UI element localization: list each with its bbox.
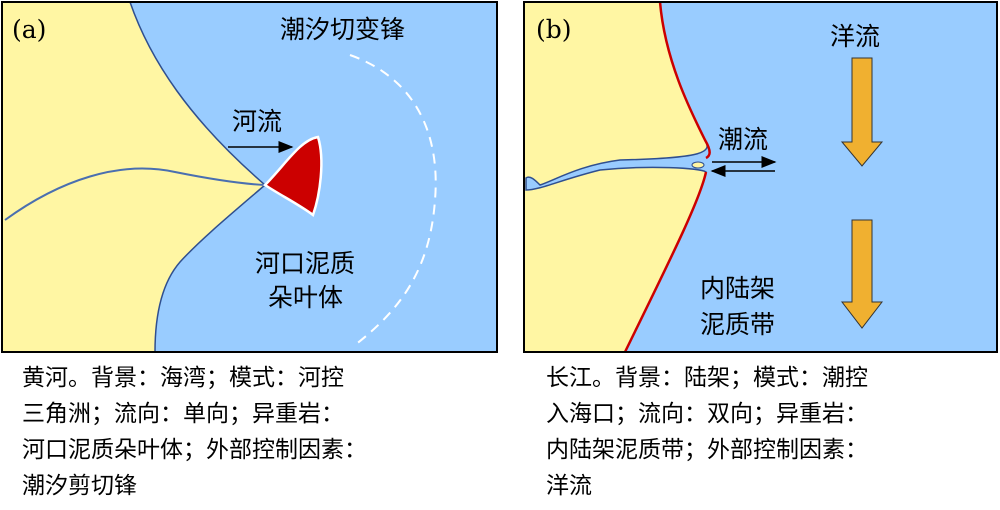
river-channel [4, 167, 266, 221]
panel-a-tag: (a) [12, 15, 46, 44]
shear-front-label: 潮汐切变锋 [280, 15, 405, 44]
land-area [1, 1, 267, 353]
lobe-label-1: 河口泥质 [255, 249, 355, 278]
belt-label-2: 泥质带 [700, 310, 775, 339]
ocean-current-label: 洋流 [830, 22, 880, 51]
ocean-current-arrow-2 [840, 219, 884, 329]
coastline-south [623, 171, 708, 353]
ocean-current-arrow-1 [840, 57, 884, 167]
belt-label-1: 内陆架 [700, 274, 775, 303]
tidal-current-label: 潮流 [718, 125, 768, 154]
panel-b: (b) 洋流 潮流 内陆架 泥质带 [523, 1, 998, 353]
panel-a: (a) 潮汐切变锋 河流 河口泥质 朵叶体 [1, 1, 498, 353]
lobe-label-2: 朵叶体 [268, 283, 343, 312]
tidal-shear-front-line [349, 54, 437, 346]
coastline-north [658, 1, 711, 160]
river-label: 河流 [232, 107, 282, 136]
panel-b-tag: (b) [536, 15, 572, 44]
caption-a: 黄河。背景：海湾；模式：河控 三角洲；流向：单向；异重岩： 河口泥质朵叶体；外部… [22, 365, 367, 499]
mud-lobe [263, 135, 323, 218]
shoal-island [691, 161, 705, 169]
caption-b: 长江。背景：陆架；模式：潮控 入海口；流向：双向；异重岩： 内陆架泥质带；外部控… [546, 365, 868, 499]
